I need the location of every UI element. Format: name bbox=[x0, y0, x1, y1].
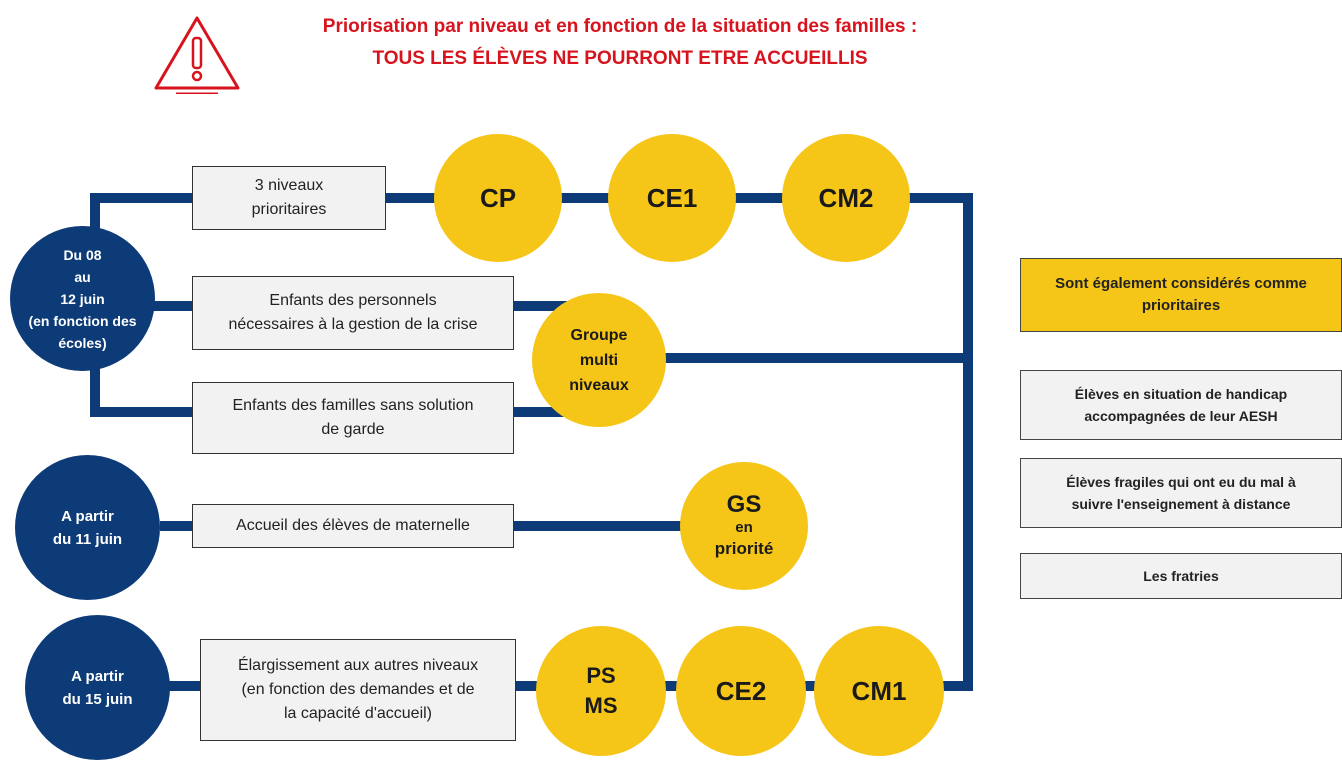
multi-group-line2: multi bbox=[579, 351, 619, 369]
phase-circle-june-11: A partir du 11 juin bbox=[15, 455, 160, 600]
box-priority-levels: 3 niveaux prioritaires bbox=[192, 166, 386, 230]
multi-group-line1: Groupe bbox=[570, 326, 628, 344]
level-circle-ce2: CE2 bbox=[676, 626, 806, 756]
level-circle-cm2: CM2 bbox=[782, 134, 910, 262]
phase-circle-june-15: A partir du 15 juin bbox=[25, 615, 170, 760]
level-circle-gs: GS en priorité bbox=[680, 462, 808, 590]
right-panel-item-siblings: Les fratries bbox=[1020, 553, 1342, 599]
level-circle-ce1: CE1 bbox=[608, 134, 736, 262]
ms-label: MS bbox=[584, 693, 618, 718]
gs-title: GS bbox=[726, 491, 762, 518]
page-subtitle: TOUS LES ÉLÈVES NE POURRONT ETRE ACCUEIL… bbox=[372, 48, 868, 69]
box-other-levels: Élargissement aux autres niveaux (en fon… bbox=[200, 639, 516, 741]
connector-line bbox=[640, 353, 970, 363]
ps-label: PS bbox=[586, 663, 616, 688]
warning-triangle-icon bbox=[154, 16, 240, 94]
right-panel-item-fragile: Élèves fragiles qui ont eu du mal à suiv… bbox=[1020, 458, 1342, 528]
level-circle-multi-group: Groupe multi niveaux bbox=[532, 293, 666, 427]
phase-circle-june-8: Du 08 au 12 juin (en fonction des écoles… bbox=[10, 226, 155, 371]
gs-line3: priorité bbox=[714, 539, 774, 558]
page-title: Priorisation par niveau et en fonction d… bbox=[322, 16, 918, 37]
box-staff-children: Enfants des personnels nécessaires à la … bbox=[192, 276, 514, 350]
level-circle-ps-ms: PS MS bbox=[536, 626, 666, 756]
level-circle-cp: CP bbox=[434, 134, 562, 262]
gs-line2: en bbox=[735, 519, 753, 536]
multi-group-line3: niveaux bbox=[569, 376, 629, 394]
box-no-childcare: Enfants des familles sans solution de ga… bbox=[192, 382, 514, 454]
right-panel-header: Sont également considérés comme priorita… bbox=[1020, 258, 1342, 332]
box-kindergarten: Accueil des élèves de maternelle bbox=[192, 504, 514, 548]
right-panel-item-handicap: Élèves en situation de handicap accompag… bbox=[1020, 370, 1342, 440]
level-circle-cm1: CM1 bbox=[814, 626, 944, 756]
connector-line bbox=[963, 193, 973, 691]
